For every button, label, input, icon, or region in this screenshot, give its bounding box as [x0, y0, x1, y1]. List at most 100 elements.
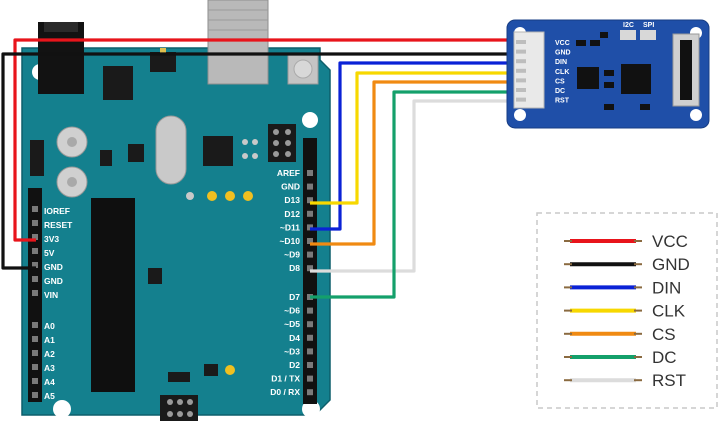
- pin-label-vin: VIN: [44, 290, 58, 300]
- wire-vcc: [13, 38, 508, 242]
- pin-label-d8: D8: [289, 263, 300, 273]
- microcontroller-chip: [91, 198, 135, 392]
- icsp-header-bottom: [160, 395, 198, 421]
- pin-hole: [307, 362, 313, 368]
- pin-hole: [307, 265, 313, 272]
- pin-label-3v3: 3V3: [44, 234, 59, 244]
- wire-rst: [310, 99, 508, 273]
- legend-label: RST: [652, 371, 686, 390]
- legend-item-clk: CLK: [564, 302, 686, 321]
- legend-label: VCC: [652, 232, 688, 251]
- wire-din: [310, 61, 508, 231]
- pin-label-d2: D2: [289, 360, 300, 370]
- pin-hole: [32, 206, 38, 212]
- pin-label-d0-rx: D0 / RX: [270, 387, 300, 397]
- module-pin-label-gnd: GND: [555, 50, 571, 57]
- pin-hole: [32, 248, 38, 254]
- pin-label-a4: A4: [44, 377, 55, 387]
- interface-label-i2c: I2C: [623, 22, 634, 29]
- pin-hole: [32, 276, 38, 282]
- wire-cs: [310, 80, 508, 246]
- pin-hole: [32, 234, 38, 240]
- legend-label: GND: [652, 255, 690, 274]
- pin-hole: [32, 322, 38, 328]
- pin-hole: [32, 378, 38, 384]
- wires: [1, 38, 508, 299]
- mounting-hole: [302, 400, 320, 418]
- legend-item-din: DIN: [564, 278, 681, 297]
- module-pin: [516, 88, 526, 92]
- module-pin-label-clk: CLK: [555, 69, 569, 76]
- interface-label-spi: SPI: [643, 22, 654, 29]
- pin-hole: [307, 238, 313, 244]
- legend-label: CS: [652, 325, 676, 344]
- pin-hole: [307, 197, 313, 204]
- pin-label-d10: ~D10: [279, 236, 300, 246]
- legend-label: DIN: [652, 278, 681, 297]
- pin-label-gnd: GND: [44, 276, 63, 286]
- module-pin-label-cs: CS: [555, 78, 565, 85]
- module-pin-label-din: DIN: [555, 59, 567, 66]
- pin-label-d1-tx: D1 / TX: [271, 374, 300, 384]
- module-pin: [516, 97, 526, 102]
- pin-hole: [32, 262, 38, 268]
- pin-hole: [32, 350, 38, 356]
- pin-hole: [32, 220, 38, 226]
- pin-label-gnd: GND: [44, 262, 63, 272]
- legend-item-rst: RST: [564, 371, 686, 390]
- module-pin: [516, 59, 526, 64]
- pin-hole: [307, 251, 313, 258]
- icsp-header-top: [268, 124, 296, 162]
- pin-label-aref: AREF: [277, 168, 300, 178]
- module-pin: [516, 49, 526, 54]
- legend: VCC GND DIN CLK CS DC RST: [536, 212, 718, 409]
- pin-hole: [307, 307, 313, 314]
- pin-label-a0: A0: [44, 321, 55, 331]
- mounting-hole: [53, 400, 71, 418]
- pin-hole: [32, 364, 38, 370]
- module-pin: [516, 78, 526, 83]
- pin-label-d6: ~D6: [284, 306, 300, 316]
- mounting-hole: [302, 112, 318, 128]
- pin-hole: [32, 392, 38, 398]
- pin-hole: [307, 334, 313, 341]
- module-pin: [516, 68, 526, 73]
- module-pin: [516, 40, 526, 44]
- pin-hole: [307, 348, 313, 355]
- wire-gnd: [1, 52, 508, 270]
- pin-label-5v: 5V: [44, 248, 55, 258]
- pin-hole: [307, 321, 313, 328]
- pin-label-reset: RESET: [44, 220, 73, 230]
- pin-label-d12: D12: [284, 209, 300, 219]
- pin-label-d9: ~D9: [284, 250, 300, 260]
- pin-hole: [307, 170, 313, 176]
- power-jack: [38, 22, 84, 94]
- usb-connector: [207, 0, 269, 85]
- legend-item-dc: DC: [564, 348, 677, 367]
- module-pin-label-vcc: VCC: [555, 40, 570, 47]
- pin-label-a3: A3: [44, 363, 55, 373]
- legend-item-cs: CS: [564, 325, 676, 344]
- legend-label: DC: [652, 348, 677, 367]
- pin-hole: [307, 210, 313, 217]
- crystal-oscillator: [155, 115, 187, 185]
- pin-label-a1: A1: [44, 335, 55, 345]
- pin-label-d11: ~D11: [280, 222, 300, 232]
- pin-hole: [307, 389, 313, 396]
- pin-label-gnd: GND: [281, 182, 300, 192]
- pin-hole: [307, 375, 313, 382]
- wire-dc: [310, 90, 508, 299]
- pin-hole: [307, 183, 313, 190]
- pin-label-d5: ~D5: [284, 319, 300, 329]
- pin-label-a2: A2: [44, 349, 55, 359]
- legend-item-gnd: GND: [564, 255, 690, 274]
- legend-label: CLK: [652, 302, 686, 321]
- module-pin-label-rst: RST: [555, 98, 570, 105]
- pin-label-a5: A5: [44, 391, 55, 401]
- pin-label-d3: ~D3: [284, 346, 300, 356]
- pin-label-d4: D4: [289, 333, 300, 343]
- pin-hole: [32, 336, 38, 342]
